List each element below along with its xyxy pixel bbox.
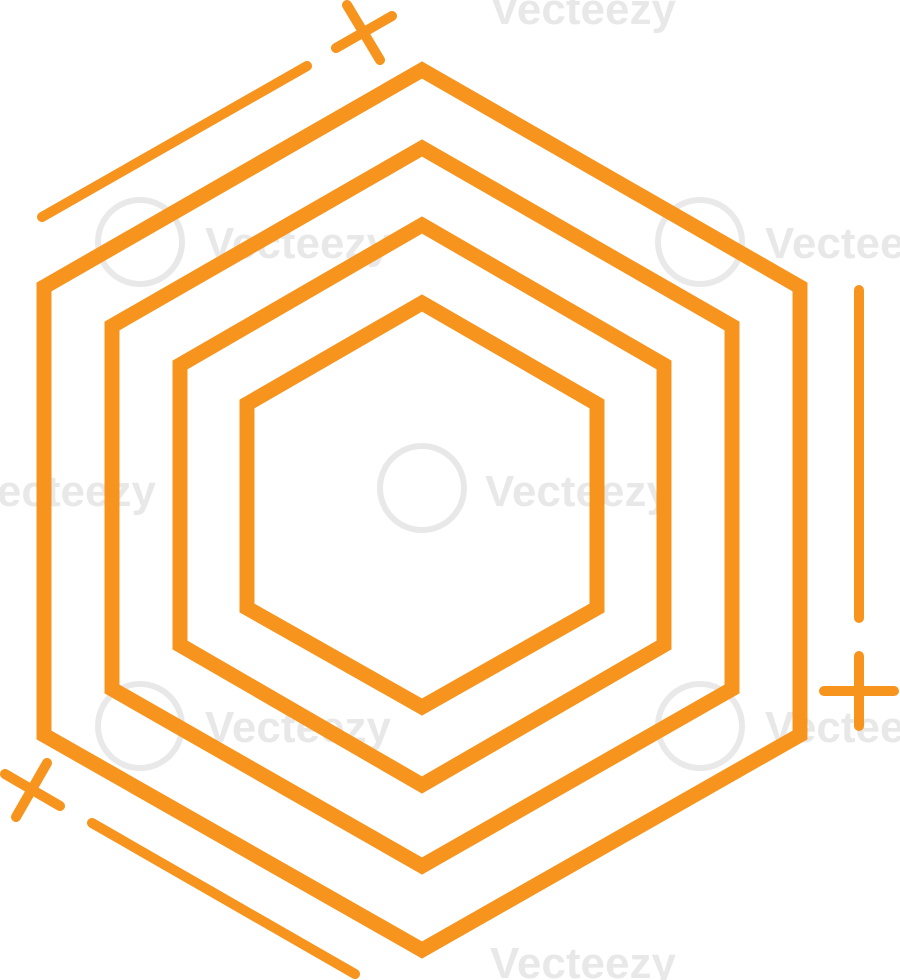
watermark-text: Vecteezy	[0, 467, 156, 516]
watermark-logo	[377, 443, 467, 533]
hexagon-inner	[239, 294, 605, 716]
accent-line-bottom-left	[87, 818, 360, 979]
hexagon-third	[172, 216, 672, 794]
hexagon-outer	[36, 61, 808, 959]
hexagon-second	[104, 139, 740, 875]
accent-line-top-left	[37, 61, 312, 222]
watermark-logo	[95, 197, 185, 287]
plus-icon-right	[819, 651, 899, 731]
watermark-text: Vecteezy	[765, 219, 900, 268]
watermark-text: Vecteezy	[490, 0, 676, 34]
watermark-logo	[655, 197, 745, 287]
plus-icon-bottom-left	[0, 758, 65, 822]
watermark-text: Vecteezy	[485, 467, 671, 516]
watermark-text: Vecteezy	[490, 939, 676, 980]
plus-icon-top	[331, 0, 397, 65]
